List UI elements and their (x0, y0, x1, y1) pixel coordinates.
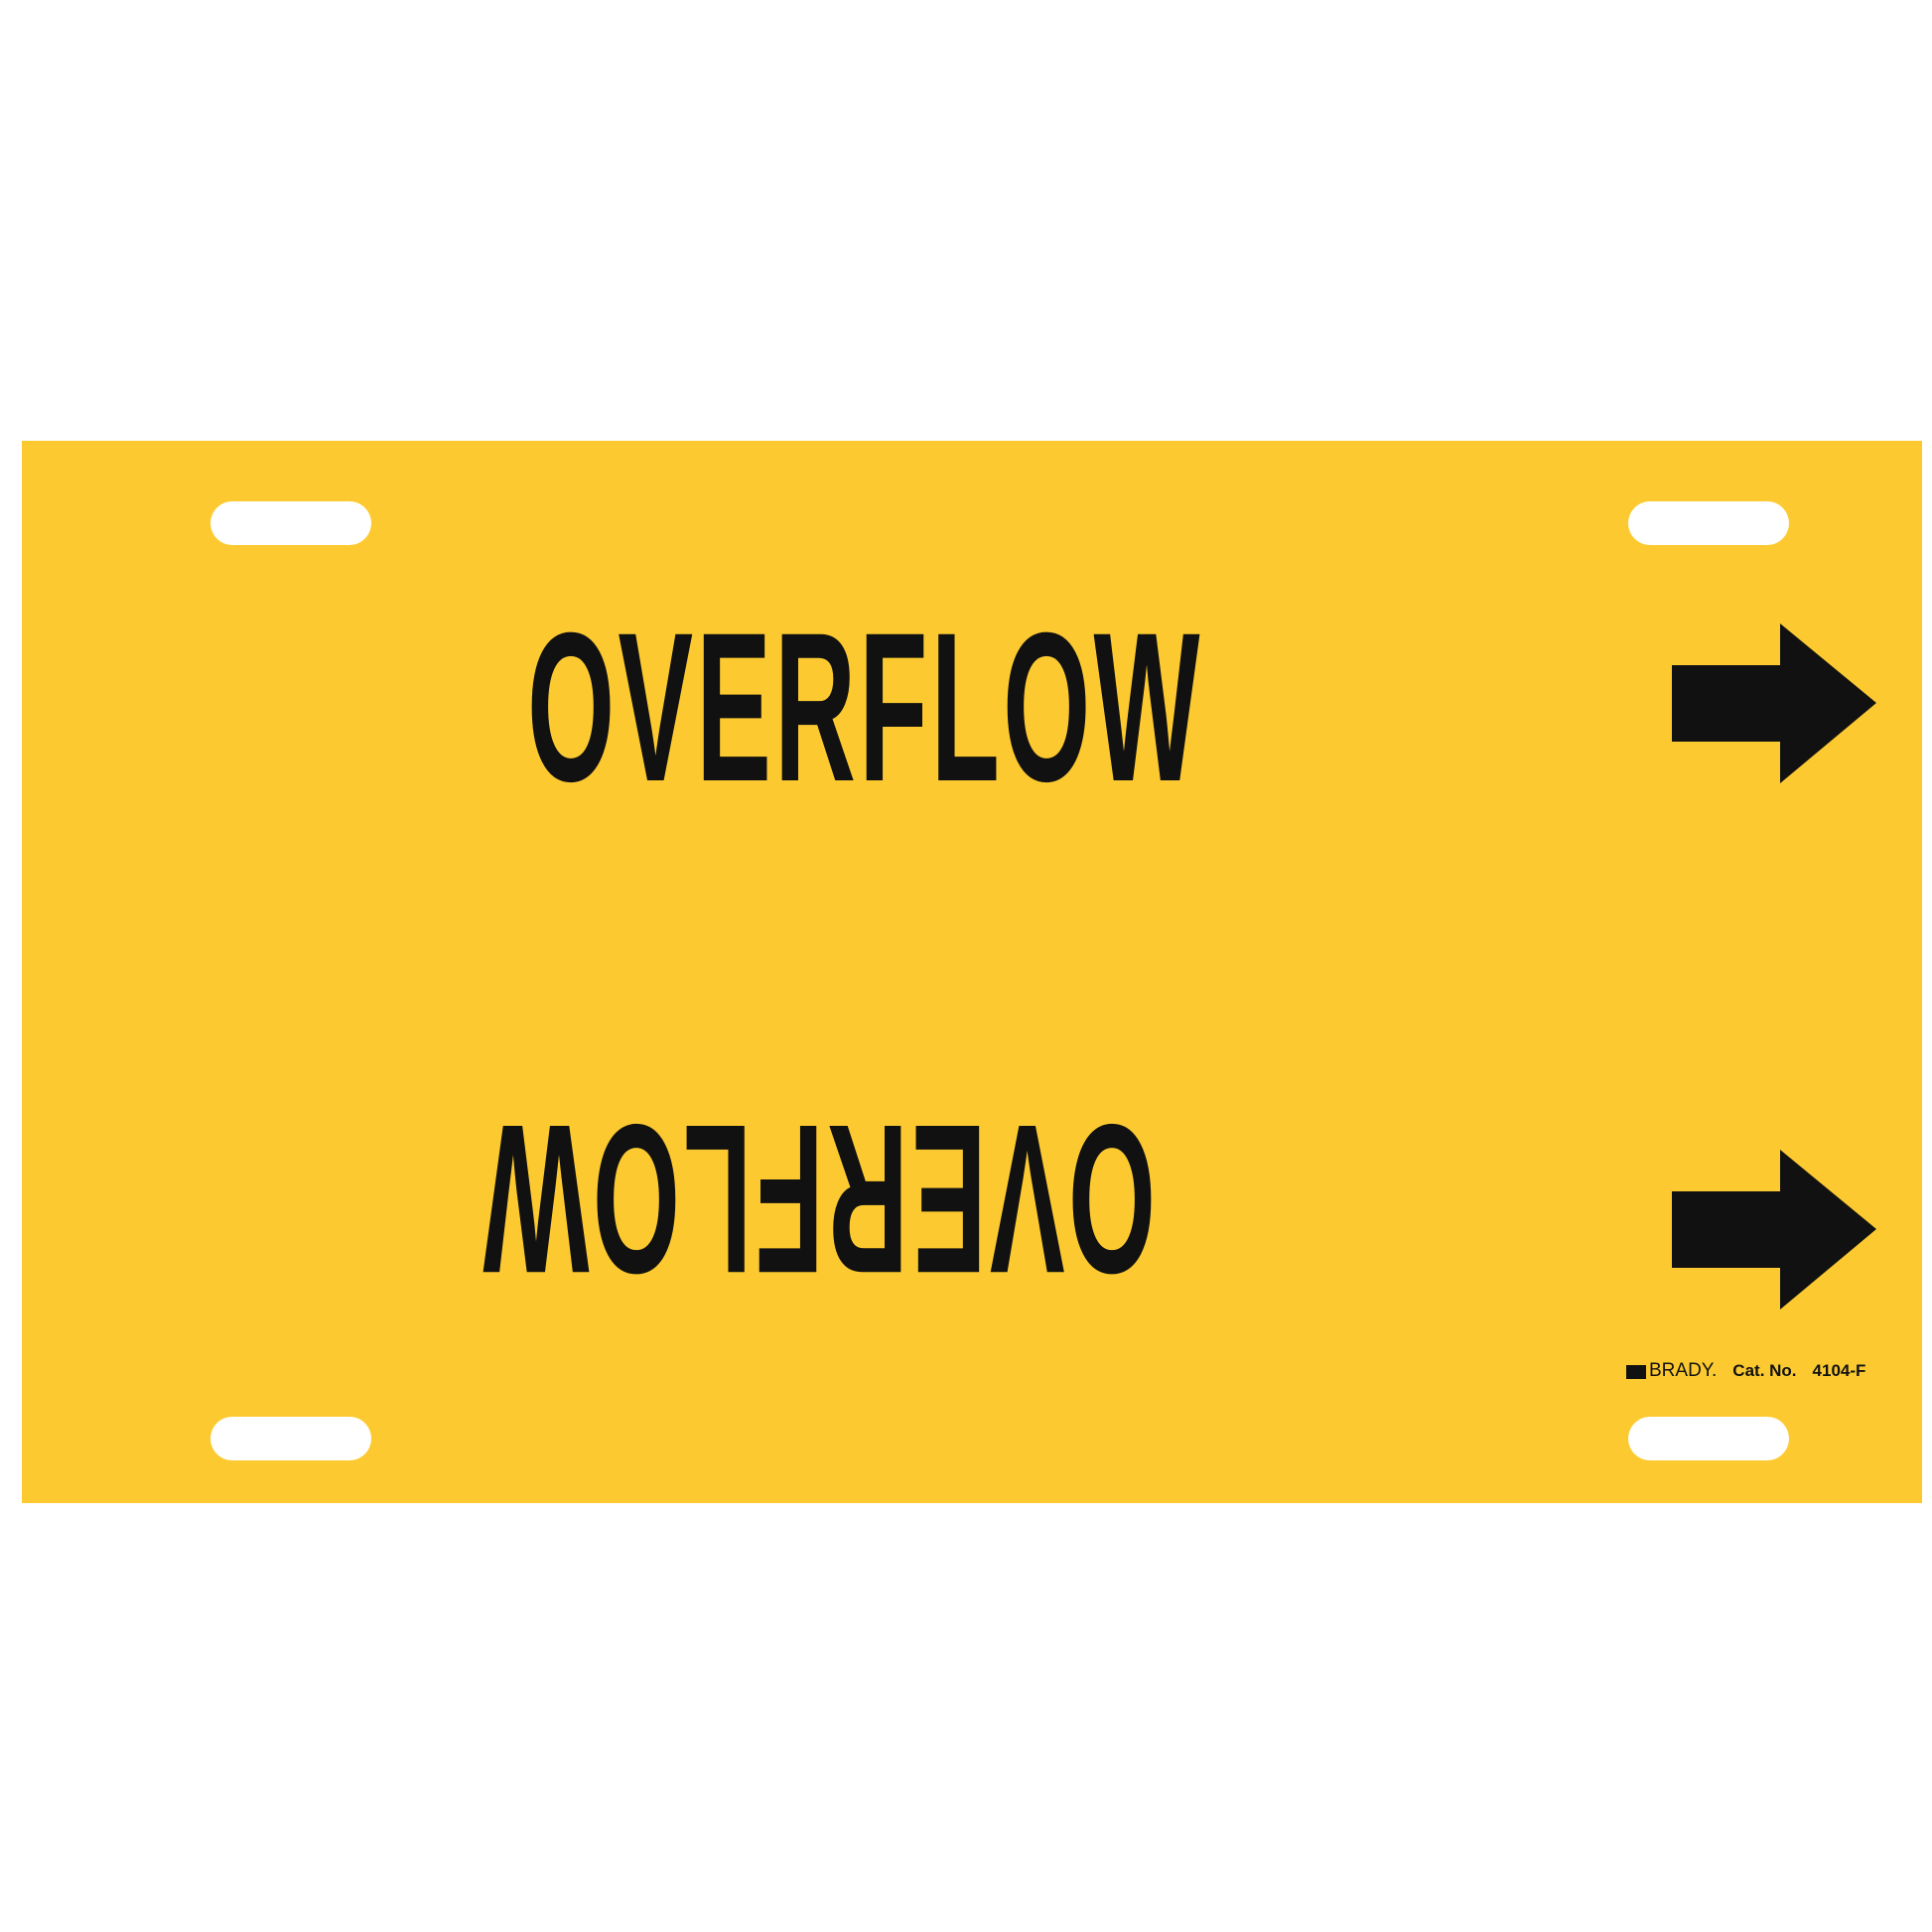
catalog-label: Cat. No. (1732, 1361, 1797, 1380)
brand-name: BRADY. (1649, 1360, 1718, 1381)
catalog-number: 4104-F (1812, 1361, 1866, 1380)
brand-logo: BRADY. (1626, 1360, 1717, 1382)
pipe-marker-sign: OVERFLOW OVERFLOW BRADY. Cat. No. 4104-F (22, 441, 1922, 1503)
mounting-slot (1628, 501, 1789, 545)
mounting-slot (210, 1417, 371, 1460)
legend-text-inverted: OVERFLOW (480, 1080, 1156, 1317)
arrow-right-icon (1672, 623, 1876, 783)
legend-text: OVERFLOW (527, 589, 1203, 826)
manufacturer-label: BRADY. Cat. No. 4104-F (1626, 1360, 1865, 1382)
brady-logo-icon (1626, 1364, 1646, 1379)
mounting-slot (210, 501, 371, 545)
arrow-right-icon (1672, 1150, 1876, 1310)
mounting-slot (1628, 1417, 1789, 1460)
